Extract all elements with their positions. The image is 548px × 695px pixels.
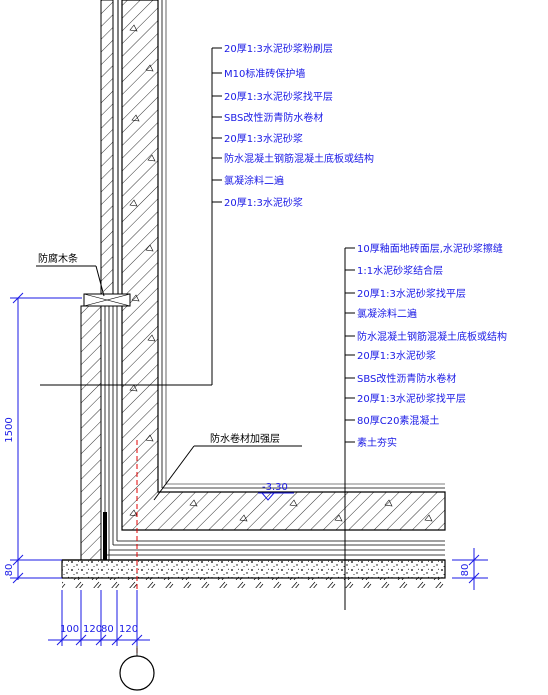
anticorrosion-strip [83,293,131,307]
wall-layer-2: M10标准砖保护墙 [224,67,305,80]
right-dimension [452,548,488,590]
left-dimension [10,292,82,584]
floor-layer-7: SBS改性沥青防水卷材 [357,372,456,385]
dim-80-left: 80 [4,564,15,577]
reinforcement-label: 防水卷材加强层 [210,432,280,445]
wall-layer-labels: 20厚1:3水泥砂浆粉刷层 M10标准砖保护墙 20厚1:3水泥砂浆找平层 SB… [224,42,374,209]
floor-layer-4: 氯凝涂料二遍 [357,307,417,320]
dim-120-b: 120 [119,624,138,635]
structural-concrete [121,0,446,531]
floor-layer-labels: 10厚釉面地砖面层,水泥砂浆擦缝 1:1水泥砂浆结合层 20厚1:3水泥砂浆找平… [357,242,507,449]
floor-layer-6: 20厚1:3水泥砂浆 [357,349,436,362]
floor-layer-5: 防水混凝土钢筋混凝土底板或结构 [357,330,507,343]
anticorrosion-label-group: 防腐木条 [36,252,105,297]
dim-1500: 1500 [4,417,15,442]
concrete-base [61,559,446,588]
floor-layer-9: 80厚C20素混凝土 [357,414,439,427]
wall-layer-6: 防水混凝土钢筋混凝土底板或结构 [224,152,374,165]
elevation-mark: -3.30 [258,482,294,501]
elevation-label: -3.30 [262,482,288,493]
floor-leader [344,247,355,610]
anticorrosion-label: 防腐木条 [38,252,78,265]
floor-layer-2: 1:1水泥砂浆结合层 [357,264,443,277]
wall-layer-4: SBS改性沥青防水卷材 [224,111,323,124]
floor-layer-10: 素土夯实 [357,436,397,449]
floor-layer-1: 10厚釉面地砖面层,水泥砂浆擦缝 [357,242,503,255]
bottom-dimension [48,590,150,646]
wall-leader [40,47,222,386]
floor-layer-8: 20厚1:3水泥砂浆找平层 [357,392,466,405]
dim-80-bottom: 80 [101,624,114,635]
wall-layer-7: 氯凝涂料二遍 [224,174,284,187]
wall-layer-8: 20厚1:3水泥砂浆 [224,196,303,209]
brick-protection-wall [100,0,119,297]
wall-layer-1: 20厚1:3水泥砂浆粉刷层 [224,42,333,55]
axis-bubble [119,655,155,691]
reinforcement-label-group: 防水卷材加强层 [153,432,302,501]
dim-100: 100 [60,624,79,635]
floor-layer-3: 20厚1:3水泥砂浆找平层 [357,287,466,300]
dim-120-a: 120 [83,624,102,635]
wall-layer-5: 20厚1:3水泥砂浆 [224,132,303,145]
wall-layer-3: 20厚1:3水泥砂浆找平层 [224,90,333,103]
dim-80-right: 80 [460,564,471,577]
